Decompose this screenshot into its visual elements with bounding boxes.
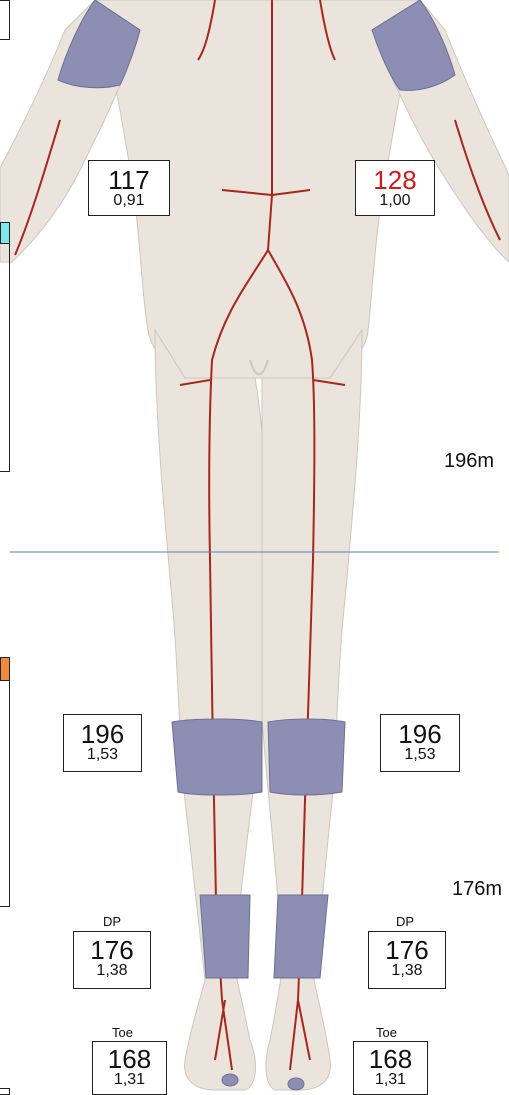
orange-tab <box>0 657 10 681</box>
calf-right-pressure: 196 <box>381 721 459 747</box>
cuff-right-ankle-icon <box>274 895 328 978</box>
cuff-left-toe-icon <box>222 1074 238 1086</box>
calf-right-reading: 196 1,53 <box>380 714 460 772</box>
left-frame-low <box>0 657 10 907</box>
toe-right-index: 1,31 <box>354 1072 427 1088</box>
left-frame-top <box>0 0 10 40</box>
calf-left-reading: 196 1,53 <box>63 714 142 772</box>
arm-right-pressure: 128 <box>356 167 434 193</box>
ankle-right-index: 1,38 <box>369 963 445 979</box>
ankle-right-reading: 176 1,38 <box>368 931 446 989</box>
calf-right-index: 1,53 <box>381 747 459 763</box>
arm-right-reading: 128 1,00 <box>355 160 435 216</box>
cyan-tab <box>0 222 10 244</box>
ankle-right-site: DP <box>396 914 414 929</box>
toe-left-pressure: 168 <box>93 1046 166 1072</box>
left-frame-bottom <box>0 1088 10 1095</box>
toe-right-site: Toe <box>376 1025 397 1040</box>
ankle-left-index: 1,38 <box>74 963 150 979</box>
ankle-left-site: DP <box>103 914 121 929</box>
calf-side-label: 196m <box>444 450 494 473</box>
cuff-left-ankle-icon <box>200 895 250 978</box>
ankle-left-pressure: 176 <box>74 937 150 963</box>
ankle-side-label: 176m <box>452 878 502 901</box>
left-frame-mid <box>0 222 10 472</box>
toe-right-pressure: 168 <box>354 1046 427 1072</box>
toe-right-reading: 168 1,31 <box>353 1041 428 1095</box>
calf-left-pressure: 196 <box>64 721 141 747</box>
ankle-right-pressure: 176 <box>369 937 445 963</box>
arm-left-pressure: 117 <box>89 167 169 193</box>
arm-left-index: 0,91 <box>89 193 169 209</box>
toe-left-index: 1,31 <box>93 1072 166 1088</box>
calf-left-index: 1,53 <box>64 747 141 763</box>
cuff-right-toe-icon <box>288 1078 304 1090</box>
toe-left-reading: 168 1,31 <box>92 1041 167 1095</box>
ankle-left-reading: 176 1,38 <box>73 931 151 989</box>
arm-left-reading: 117 0,91 <box>88 160 170 216</box>
arm-right-index: 1,00 <box>356 193 434 209</box>
toe-left-site: Toe <box>112 1025 133 1040</box>
cuff-left-calf-icon <box>172 719 262 795</box>
cuff-right-calf-icon <box>268 719 345 795</box>
